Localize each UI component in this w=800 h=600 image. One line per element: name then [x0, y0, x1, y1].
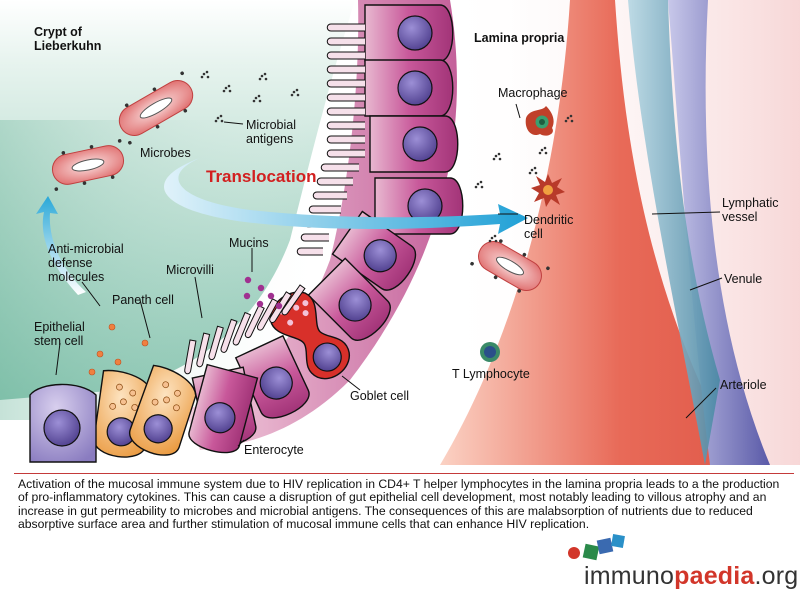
mucin-dots [243, 276, 283, 310]
microvillus [326, 65, 365, 74]
nucleus [397, 15, 433, 51]
microbial-antigens [200, 70, 574, 243]
microbe [470, 239, 550, 293]
nucleus [338, 288, 372, 322]
label-mucins: Mucins [229, 236, 269, 250]
microvillus [196, 332, 211, 368]
antigen-speck [214, 114, 224, 123]
lymphatic-vessel [628, 0, 720, 465]
dendritic-cell-shape [531, 174, 565, 207]
label-microvilli: Microvilli [166, 263, 214, 277]
epithelial-stem-cell [29, 383, 97, 463]
label-crypt-of-lieberkuhn: Crypt of Lieberkuhn [34, 25, 102, 53]
defense-granules [88, 323, 149, 376]
immunopaedia-logo-icon [568, 534, 625, 561]
microvillus [300, 233, 329, 242]
microbe [51, 139, 125, 191]
microvillus [326, 93, 365, 102]
label-arteriole: Arteriole [720, 378, 767, 392]
translocation-arrow [164, 158, 528, 234]
logo-part-immuno: immuno [584, 562, 675, 590]
antigen-speck [488, 234, 498, 243]
antigen-speck [222, 84, 232, 93]
caption-divider [14, 473, 794, 474]
microvillus [326, 135, 365, 144]
leader-lines [55, 103, 723, 447]
microbes [51, 71, 550, 293]
label-microbial-antigens: Microbial antigens [246, 118, 297, 146]
antigen-speck [258, 72, 268, 81]
t-lymphocyte-cell [480, 342, 500, 362]
nucleus [402, 126, 438, 162]
label-dendritic-cell: Dendritic cell [524, 213, 574, 241]
microvillus [326, 23, 365, 32]
microvillus [232, 311, 252, 346]
antigen-speck [492, 152, 502, 161]
enterocyte-cell [188, 363, 259, 454]
microvillus [308, 205, 341, 214]
vessels [440, 0, 770, 465]
immunopaedia-logo-text: immunopaedia.org [584, 562, 798, 591]
label-t-lymphocyte: T Lymphocyte [452, 367, 530, 381]
microvillus [326, 51, 365, 60]
figure-caption: Activation of the mucosal immune system … [18, 477, 780, 532]
microvillus [326, 121, 365, 130]
epithelium [29, 0, 464, 463]
label-lymphatic-vessel: Lymphatic vessel [722, 196, 779, 224]
logo-part-org: .org [754, 562, 799, 590]
label-venule: Venule [724, 272, 763, 286]
nucleus [143, 414, 173, 444]
label-goblet-cell: Goblet cell [350, 389, 410, 403]
antigen-speck [538, 146, 548, 155]
label-enterocyte: Enterocyte [244, 443, 304, 457]
label-macrophage: Macrophage [498, 86, 568, 100]
nucleus [363, 239, 397, 273]
label-lamina-propria: Lamina propria [474, 31, 565, 45]
antigen-speck [564, 114, 574, 123]
microvillus [326, 107, 365, 116]
microbe [118, 71, 194, 145]
arteriole-vessel [440, 0, 740, 465]
enterocyte-cell [234, 334, 310, 419]
microvillus [296, 247, 323, 256]
nucleus [259, 366, 293, 400]
nucleus [397, 70, 433, 106]
antigen-speck [200, 70, 210, 79]
microvillus [220, 318, 238, 353]
label-microbes: Microbes [140, 146, 191, 160]
nucleus [204, 402, 236, 434]
microvillus [326, 149, 365, 158]
microvillus [257, 298, 279, 331]
microvillus [320, 163, 359, 172]
microvillus [326, 79, 365, 88]
microvillus [326, 37, 365, 46]
microvillus [244, 304, 265, 339]
label-paneth-cell: Paneth cell [112, 293, 174, 307]
enterocyte-cell [364, 59, 454, 117]
microvillus [208, 325, 224, 361]
antigen-speck [474, 180, 484, 189]
enterocyte-cell [307, 257, 391, 341]
nucleus [312, 342, 342, 372]
enterocyte-cell [331, 210, 417, 291]
logo-part-paedia: paedia [674, 562, 755, 590]
anti-microbial-arrow [36, 196, 86, 295]
label-epithelial-stem-cell: Epithelial stem cell [34, 320, 85, 348]
antigen-speck [290, 88, 300, 97]
label-translocation: Translocation [206, 167, 317, 186]
antigen-speck [252, 94, 262, 103]
paneth-cell [129, 364, 197, 456]
enterocyte-cell [369, 115, 459, 173]
venule-vessel [668, 0, 770, 465]
enterocyte-cell [364, 4, 454, 62]
macrophage-cell [525, 106, 554, 136]
nucleus [43, 409, 81, 447]
label-anti-microbial-defense: Anti-microbial defense molecules [48, 242, 124, 284]
microvillus [184, 339, 197, 375]
antigen-speck [528, 166, 538, 175]
microvillus [312, 191, 347, 200]
microvillus [316, 177, 353, 186]
